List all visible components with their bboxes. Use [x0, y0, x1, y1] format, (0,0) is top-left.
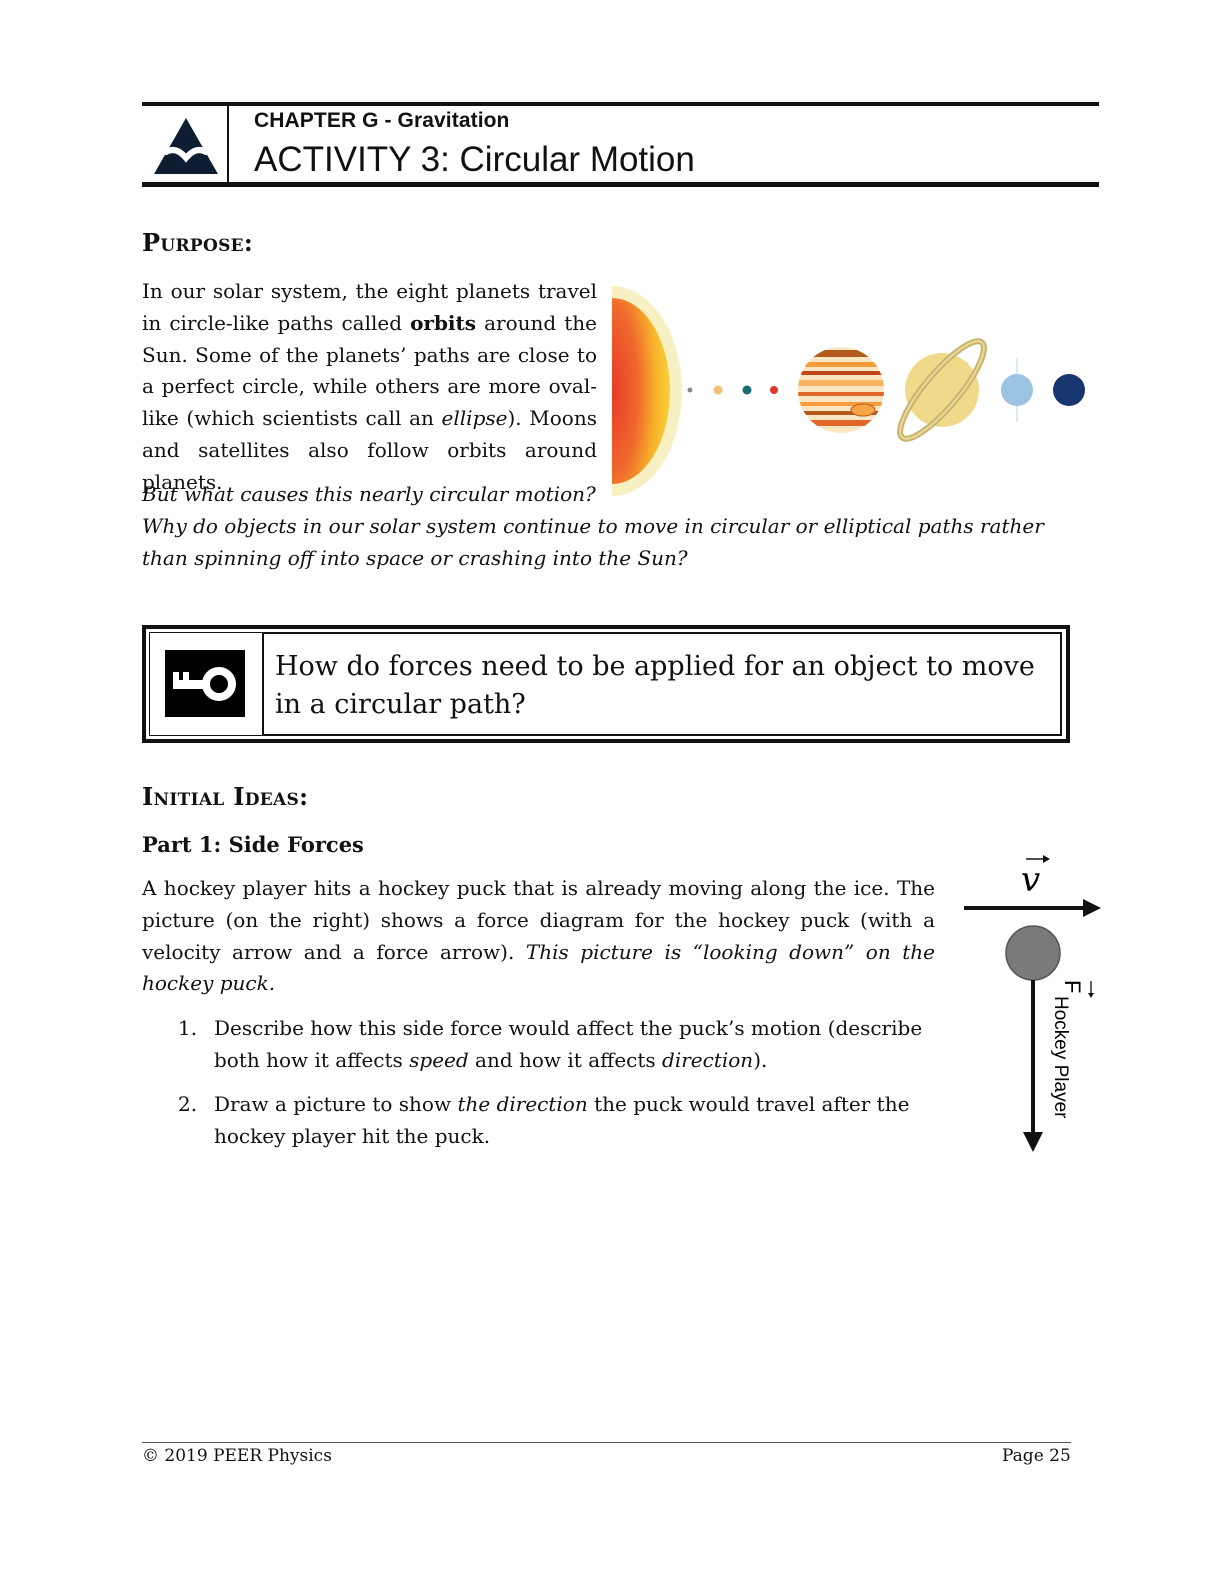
- purpose-paragraph: In our solar system, the eight planets t…: [142, 279, 597, 494]
- velocity-arrowhead: [1083, 899, 1101, 917]
- key-question-box: [142, 625, 1070, 743]
- footer-copyright: © 2019 PEER Physics: [142, 1446, 332, 1466]
- footer-page-number: Page 25: [1002, 1446, 1071, 1466]
- velocity-label: v: [1021, 860, 1040, 900]
- force-label-group: F: [1060, 980, 1094, 998]
- key-question-text: How do forces need to be applied for an …: [275, 651, 1035, 720]
- peer-logo-icon: [154, 118, 218, 174]
- force-arrowhead: [1023, 1132, 1043, 1152]
- chapter-title: CHAPTER G - Gravitation: [254, 109, 510, 132]
- sun-icon: [612, 298, 670, 484]
- venus-icon: [713, 385, 723, 395]
- force-label: F: [1060, 980, 1085, 993]
- initial-ideas-paragraph: A hockey player hits a hockey puck that …: [142, 876, 935, 996]
- question-item: 2.Draw a picture to show the direction t…: [178, 1092, 910, 1148]
- purpose-heading: Purpose:: [142, 228, 254, 257]
- purpose-question-2: Why do objects in our solar system conti…: [142, 514, 1044, 570]
- earth-icon: [742, 385, 752, 395]
- key-icon: [165, 650, 245, 717]
- mars-icon: [770, 386, 778, 394]
- mercury-icon: [687, 387, 693, 393]
- key-question-text-frame: [262, 632, 1062, 736]
- jupiter-icon: [798, 347, 884, 433]
- activity-title: ACTIVITY 3: Circular Motion: [254, 140, 695, 179]
- footer-rule: [142, 1442, 1071, 1443]
- neptune-icon: [1053, 374, 1085, 406]
- question-item: 1.Describe how this side force would aff…: [178, 1016, 923, 1072]
- solar-system-illustration: [612, 286, 1085, 496]
- hockey-puck: [1005, 925, 1061, 981]
- uranus-icon: [1001, 358, 1033, 422]
- header-top-rule: [142, 102, 1099, 106]
- question-list: 1.Describe how this side force would aff…: [142, 1012, 932, 1164]
- header-divider: [227, 106, 229, 182]
- saturn-icon: [897, 338, 987, 442]
- initial-ideas-heading: Initial Ideas:: [142, 782, 309, 811]
- header-bottom-rule: [142, 182, 1099, 187]
- force-source-label: Hockey Player: [1050, 996, 1071, 1119]
- part-title: Part 1: Side Forces: [142, 832, 364, 857]
- force-diagram: v F Hockey Player: [964, 855, 1101, 1152]
- purpose-question-1: But what causes this nearly circular mot…: [142, 482, 596, 506]
